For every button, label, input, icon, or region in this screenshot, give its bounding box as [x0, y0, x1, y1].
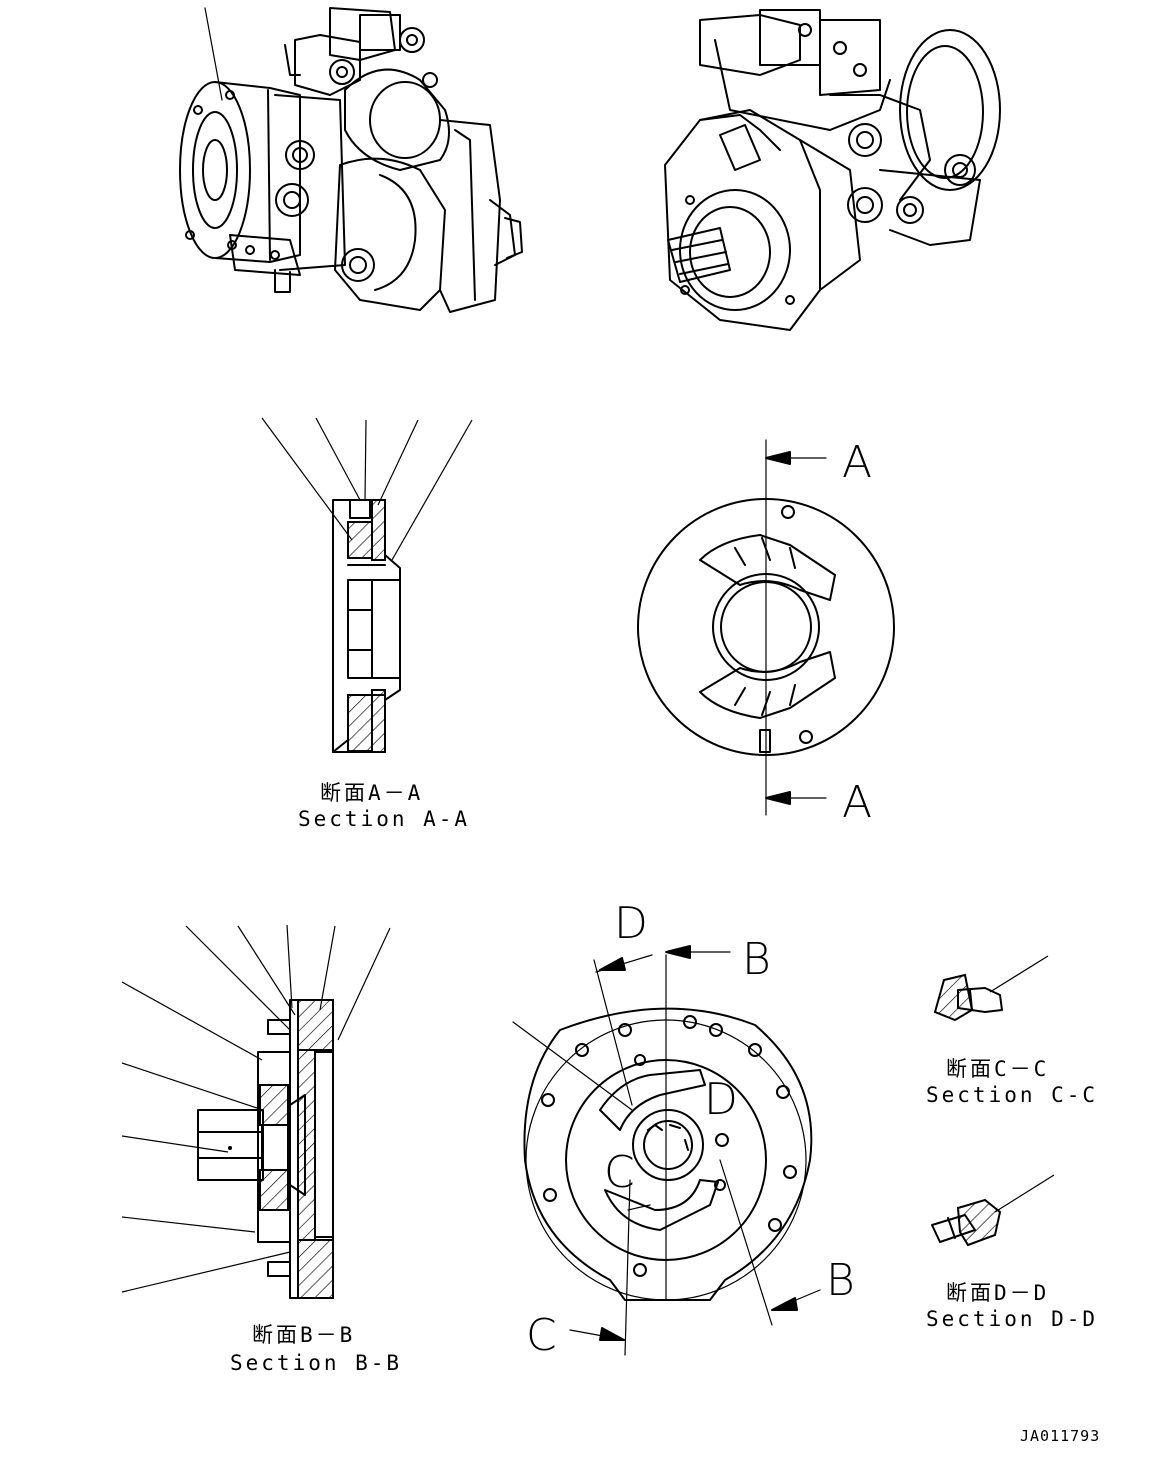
pump-isometric-right [664, 9, 1001, 331]
section-cc-view [933, 955, 1049, 1022]
front-view-b [512, 945, 821, 1356]
caption-section-aa-jp: 断面A－A [320, 781, 423, 805]
pump-isometric-left [179, 7, 523, 313]
caption-section-cc-en: Section C-C [926, 1083, 1098, 1107]
cut-marker-c-bottom: C [526, 1310, 557, 1361]
cut-marker-d-inner: D [704, 1074, 738, 1125]
front-view-a [637, 439, 895, 816]
cut-marker-d-top: D [614, 898, 648, 949]
section-dd-view [931, 1174, 1055, 1247]
caption-section-bb-en: Section B-B [230, 1351, 402, 1375]
cut-marker-a-bottom: A [842, 777, 872, 828]
cut-marker-c-inner: C [604, 1147, 635, 1198]
cut-marker-a-top: A [842, 437, 872, 488]
section-bb-view [121, 924, 391, 1299]
section-aa-view [261, 417, 473, 753]
drawing-code: JA011793 [1020, 1427, 1100, 1445]
caption-section-dd-en: Section D-D [926, 1307, 1098, 1331]
caption-section-aa-en: Section A-A [298, 807, 470, 831]
cut-marker-b-top: B [742, 934, 771, 985]
caption-section-dd-jp: 断面D－D [946, 1281, 1049, 1305]
caption-section-cc-jp: 断面C－C [946, 1057, 1049, 1081]
cut-marker-b-bottom: B [826, 1255, 855, 1306]
caption-section-bb-jp: 断面B－B [252, 1323, 355, 1347]
